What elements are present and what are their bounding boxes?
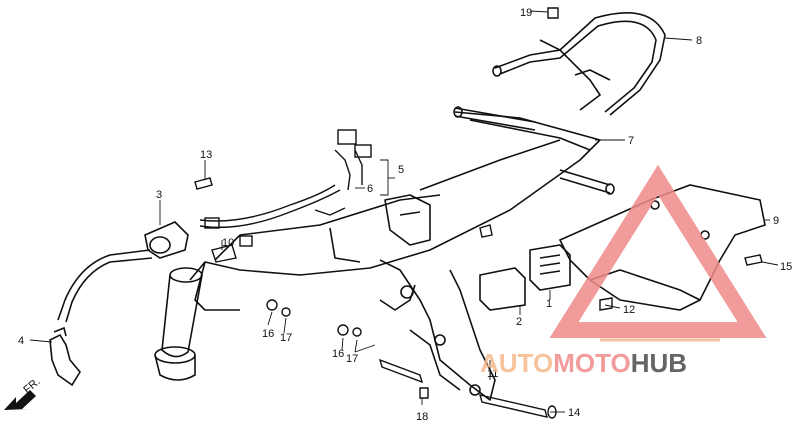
watermark-triangle-icon [549,164,767,338]
wire-harness [199,129,372,247]
callout-16-left: 16 [262,328,274,340]
callout-11: 11 [487,368,498,380]
callout-2: 2 [516,316,522,328]
callout-13: 13 [200,149,212,161]
callout-18: 18 [416,411,428,423]
callout-3: 3 [156,189,162,201]
callout-16-right: 16 [332,348,344,360]
leader-lines [29,10,779,413]
handle-rear-grip [492,12,666,116]
callout-4: 4 [18,335,24,347]
callout-17-left: 17 [280,332,292,344]
callout-8: 8 [696,35,702,47]
watermark-auto: AUTO [480,348,553,378]
callout-7: 7 [628,135,634,147]
watermark-logo: AUTOMOTOHUB [480,164,767,378]
direction-arrow: FR. [4,376,43,410]
callout-19: 19 [520,7,532,19]
frame-main-body [189,106,615,401]
watermark-hub: HUB [631,348,687,378]
callout-6: 6 [367,183,373,195]
small-fasteners [194,7,763,419]
callout-10: 10 [222,237,234,249]
callout-17-right: 17 [346,353,358,365]
steering-head-pipe [154,267,203,381]
callout-5: 5 [398,164,404,176]
callout-1: 1 [546,298,552,310]
callout-14: 14 [568,407,580,419]
callout-12: 12 [623,304,635,316]
relay-box [479,244,571,311]
ignition-coil [57,221,189,323]
svg-text:AUTOMOTOHUB: AUTOMOTOHUB [480,348,687,378]
spark-plug-cap [49,326,81,387]
callout-labels: 19 8 7 9 5 6 13 3 10 4 15 12 1 2 11 16 1… [18,7,792,423]
direction-label: FR. [21,376,42,397]
watermark-moto: MOTO [553,348,631,378]
callout-15: 15 [780,261,792,273]
callout-9: 9 [773,215,779,227]
